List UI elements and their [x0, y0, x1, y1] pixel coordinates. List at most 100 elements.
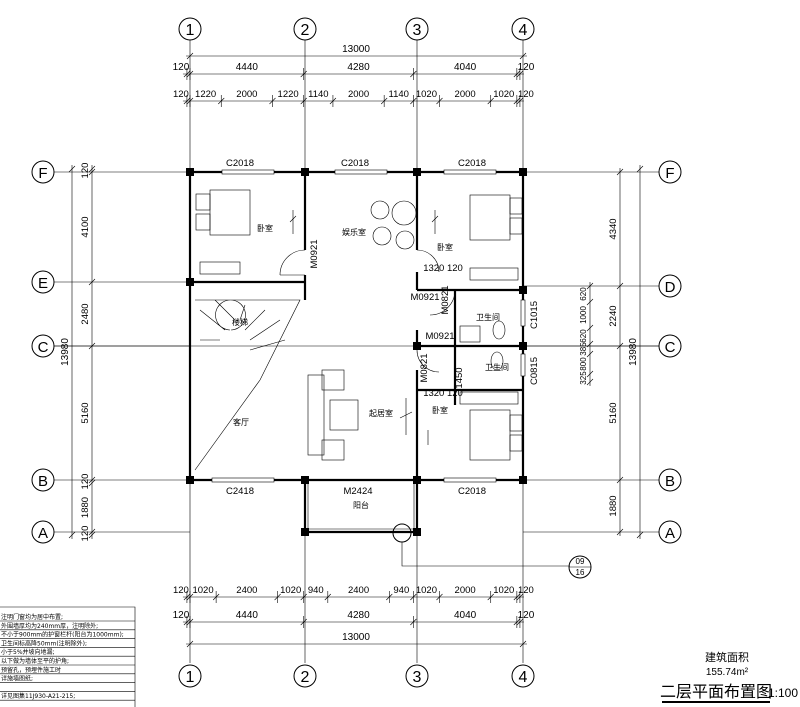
dimension-text: 620 — [579, 287, 588, 301]
opening-label: M0921 — [410, 292, 439, 303]
axis-label: B — [665, 473, 675, 490]
axis-label: D — [665, 279, 676, 296]
axis-bubble — [658, 160, 682, 184]
dimension-tick — [88, 278, 96, 286]
opening-label: M0821 — [440, 285, 451, 314]
axis-label: F — [38, 165, 47, 182]
detail-index-bottom: 16 — [576, 568, 585, 577]
axis-label: 4 — [519, 669, 528, 686]
opening-label: 1320 120 — [423, 388, 463, 399]
axis-bubble — [293, 17, 317, 41]
dimension-text: 1220 — [278, 89, 299, 100]
dimension-tick — [186, 640, 194, 648]
dimension-tick — [88, 168, 96, 176]
axis-bubble — [31, 160, 55, 184]
dimension-text: 120 — [80, 474, 91, 490]
detail-index-top: 09 — [576, 557, 585, 566]
dimension-tick — [519, 52, 527, 60]
dimension-text: 4340 — [608, 218, 619, 239]
note-text: 详施墙图纸; — [1, 675, 33, 683]
opening-label: M0921 — [309, 239, 320, 268]
axis-bubble — [658, 274, 682, 298]
opening-label: C0815 — [529, 357, 540, 385]
opening-label: C2018 — [341, 158, 369, 169]
axis-label: 2 — [301, 22, 310, 39]
dimension-text: 2000 — [455, 89, 476, 100]
dimension-text: 1220 — [195, 89, 216, 100]
dimension-text: 13000 — [342, 44, 370, 55]
axis-bubble — [31, 468, 55, 492]
dimension-tick — [519, 640, 527, 648]
note-text: 详见图集11J930-A21-215; — [1, 692, 75, 700]
notes-table: 注明门窗均为居中布置;外围墙厚均为240mm厚，注明除外;不小于900mm的护窗… — [0, 606, 136, 707]
dimension-text: 4440 — [236, 62, 259, 73]
dimension-text: 5160 — [608, 402, 619, 423]
axis-label: 1 — [186, 669, 195, 686]
dimension-text: 1020 — [192, 585, 213, 596]
dimension-text: 120 — [80, 526, 91, 542]
dimension-text: 120 — [518, 610, 535, 621]
axis-bubble — [658, 520, 682, 544]
dimension-text: 1020 — [416, 89, 437, 100]
dimension-tick — [88, 165, 96, 173]
dimension-text: 940 — [308, 585, 324, 596]
dimension-text: 120 — [518, 89, 534, 100]
axis-bubble — [511, 664, 535, 688]
axis-label: 3 — [413, 22, 422, 39]
dimension-tick — [586, 340, 594, 348]
dimension-text: 120 — [173, 62, 190, 73]
dimension-text: 1880 — [608, 495, 619, 516]
axis-label: C — [665, 339, 676, 356]
axis-label: E — [38, 275, 48, 292]
dimension-tick — [616, 476, 624, 484]
room-label: 楼梯 — [232, 317, 248, 327]
dimension-text: 385 — [579, 342, 588, 356]
dimension-tick — [88, 476, 96, 484]
note-text: 预留孔，预埋件施工时 — [1, 666, 61, 674]
room-label: 卫生间 — [485, 362, 509, 372]
dimension-text: 120 — [518, 585, 534, 596]
axis-label: A — [665, 525, 675, 542]
axis-label: F — [665, 165, 674, 182]
dimension-tick — [636, 531, 644, 539]
axis-label: 2 — [301, 669, 310, 686]
drawing-scale: 1:100 — [768, 686, 798, 700]
axis-bubble — [405, 664, 429, 688]
dimension-tick — [586, 378, 594, 386]
dimension-text: 13980 — [60, 338, 71, 366]
note-text: 以下做为墙体至平的护角; — [1, 657, 69, 665]
opening-label: C1015 — [529, 301, 540, 329]
dimension-tick — [88, 531, 96, 539]
dimension-text: 4100 — [80, 216, 91, 237]
dimension-text: 1020 — [493, 585, 514, 596]
opening-label: M0921 — [425, 331, 454, 342]
dimension-text: 2400 — [348, 585, 369, 596]
dimension-text: 800 — [579, 357, 588, 371]
note-text: 小于5%并坡向地漏; — [1, 648, 55, 656]
room-label: 卧室 — [432, 405, 448, 415]
dimension-tick — [616, 528, 624, 536]
dimension-tick — [68, 531, 76, 539]
dimension-text: 4440 — [236, 610, 259, 621]
dimension-tick — [88, 528, 96, 536]
opening-label: 1320 120 — [423, 263, 463, 274]
axis-label: 4 — [519, 22, 528, 39]
walls — [186, 168, 527, 536]
drawing-title: 二层平面布置图 — [660, 682, 772, 701]
note-text: 注明门窗均为居中布置; — [1, 613, 63, 621]
detail-index-symbol: 09 16 — [392, 523, 592, 579]
dimension-text: 4040 — [454, 62, 477, 73]
dimension-text: 1000 — [579, 306, 588, 324]
dimension-text: 325 — [579, 371, 588, 385]
dimension-text: 4280 — [347, 610, 370, 621]
dimension-text: 1020 — [493, 89, 514, 100]
opening-label: 1450 — [454, 367, 465, 388]
axis-label: A — [38, 525, 48, 542]
room-label: 阳台 — [353, 500, 369, 510]
dimension-tick — [586, 298, 594, 306]
dimension-text: 120 — [173, 610, 190, 621]
dimension-tick — [636, 165, 644, 173]
axis-bubble — [31, 520, 55, 544]
room-label: 卫生间 — [476, 312, 500, 322]
